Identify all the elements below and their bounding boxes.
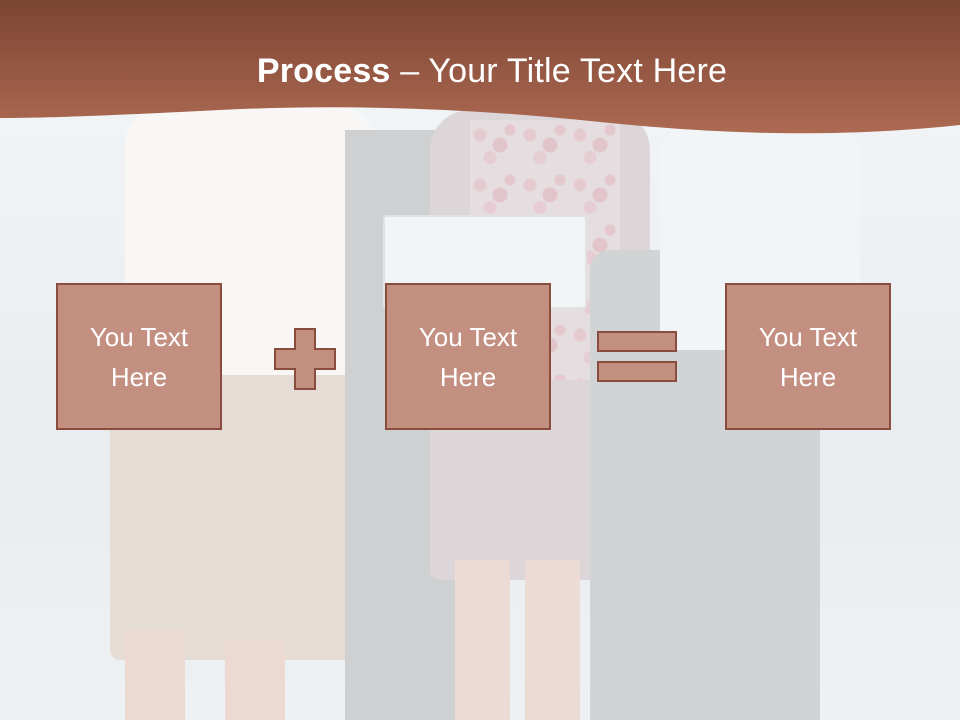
photo-leg (455, 560, 510, 720)
process-box-3-label: You Text Here (758, 321, 858, 392)
slide-title-bold: Process (256, 52, 391, 90)
slide-title: Process – Your Title Text Here (0, 52, 960, 91)
equals-icon (597, 331, 677, 382)
title-banner: Process – Your Title Text Here (0, 0, 960, 140)
photo-leg (125, 630, 185, 720)
process-box-3[interactable]: You Text Here (725, 283, 891, 430)
plus-icon (274, 328, 336, 390)
process-box-2[interactable]: You Text Here (385, 283, 551, 430)
process-box-1-label: You Text Here (89, 321, 189, 392)
photo-leg (225, 640, 285, 720)
process-box-2-label: You Text Here (418, 321, 518, 392)
title-banner-shape (0, 0, 960, 134)
slide-title-rest: – Your Title Text Here (390, 52, 728, 90)
photo-leg (525, 560, 580, 720)
process-box-1[interactable]: You Text Here (56, 283, 222, 430)
